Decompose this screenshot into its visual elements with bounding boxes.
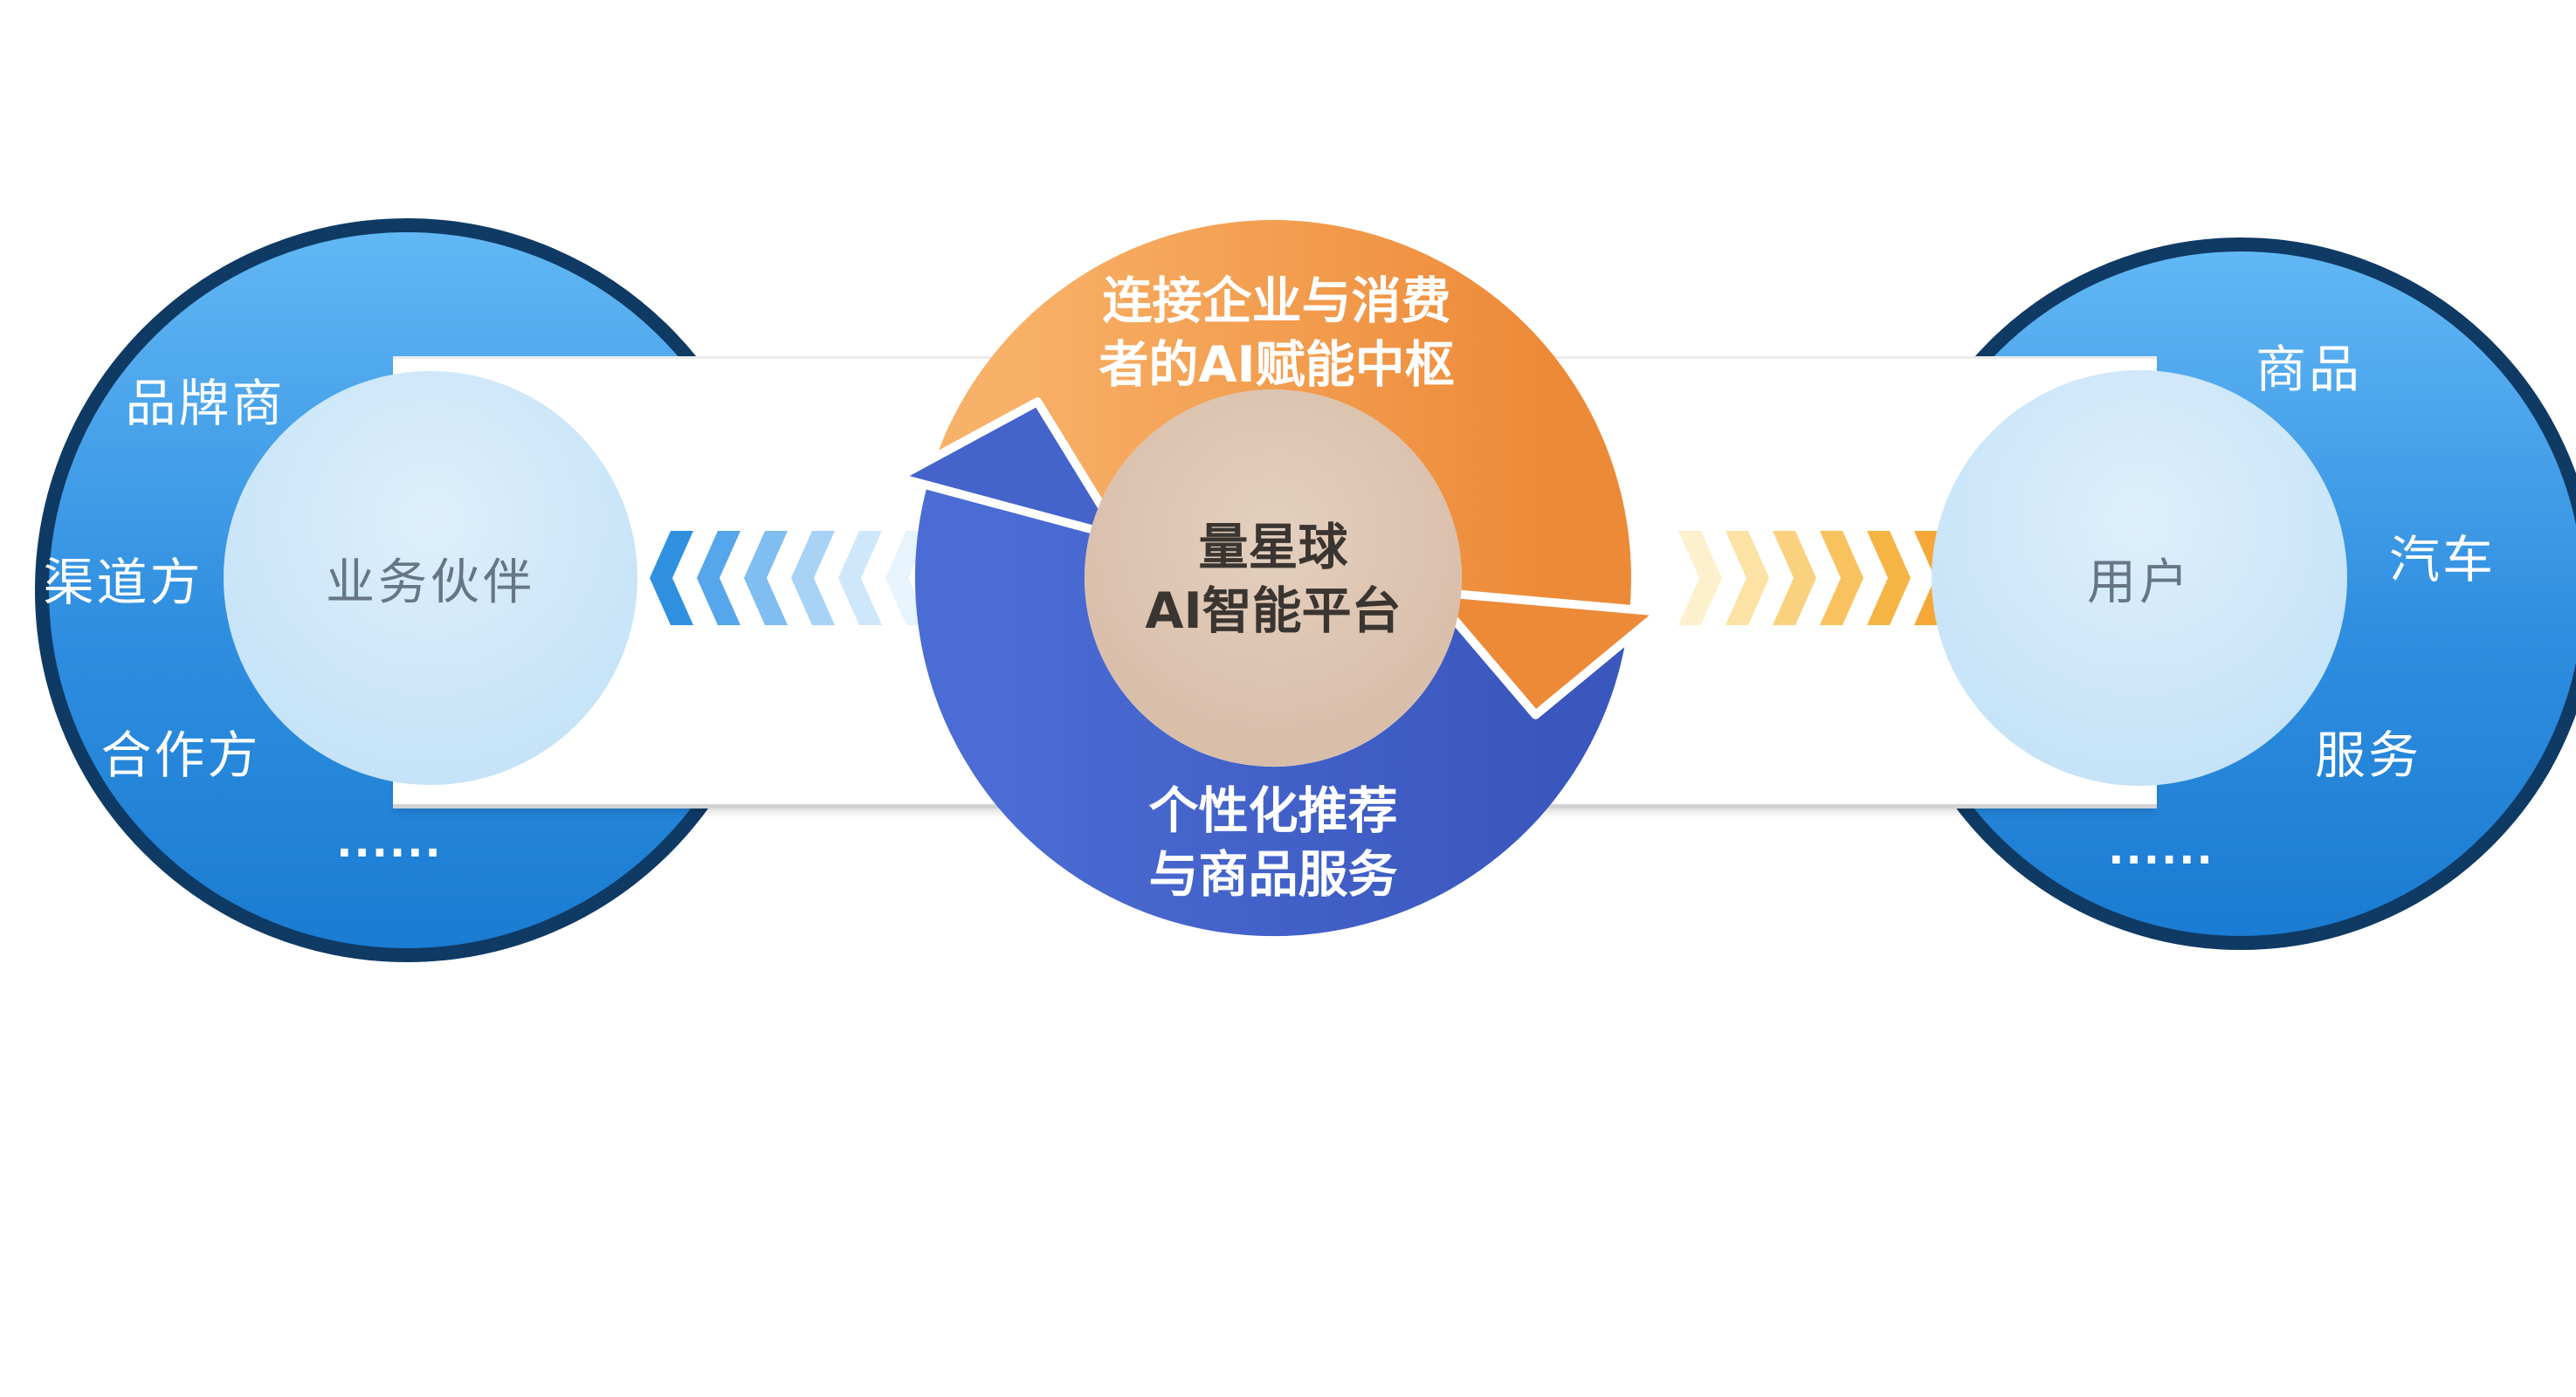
bottom-caption-line-1: 个性化推荐 bbox=[1148, 782, 1398, 841]
chevron-right-icon bbox=[1820, 531, 1863, 625]
chevron-right-icon bbox=[1678, 531, 1722, 625]
brand-merchant-label: 品牌商 bbox=[125, 374, 286, 433]
top-caption-line-1: 连接企业与消费 bbox=[1102, 272, 1451, 331]
blue-arc bbox=[915, 485, 1630, 937]
ai-platform-ring bbox=[893, 220, 1665, 937]
core-title-line-2: AI智能平台 bbox=[1145, 582, 1402, 640]
chevron-left-icon bbox=[650, 531, 693, 625]
top-caption-line-2: 者的AI赋能中枢 bbox=[1099, 336, 1455, 394]
bottom-caption: 个性化推荐 与商品服务 bbox=[1149, 780, 1398, 907]
top-caption: 连接企业与消费 者的AI赋能中枢 bbox=[1099, 270, 1454, 397]
chevron-left-icon bbox=[791, 531, 835, 625]
channel-label: 渠道方 bbox=[43, 553, 203, 612]
chevron-left-icon bbox=[744, 531, 788, 625]
partner-label: 合作方 bbox=[100, 726, 261, 785]
chevron-right-icon bbox=[1867, 531, 1911, 625]
left-ellipsis-label: ...... bbox=[336, 818, 443, 867]
orange-arrowhead-icon bbox=[1426, 587, 1665, 719]
right-chevrons-icon bbox=[1678, 531, 1958, 625]
business-partners-inner-circle: 业务伙伴 bbox=[224, 371, 637, 785]
core-circle bbox=[1085, 389, 1462, 767]
chevron-left-icon bbox=[838, 531, 882, 625]
blue-arrowhead-icon bbox=[893, 397, 1126, 542]
chevron-right-icon bbox=[1725, 531, 1769, 625]
bottom-caption-line-2: 与商品服务 bbox=[1148, 846, 1398, 904]
service-label: 服务 bbox=[2314, 726, 2422, 785]
core-title-line-1: 量星球 bbox=[1198, 519, 1348, 577]
business-partners-label: 业务伙伴 bbox=[326, 554, 535, 611]
orange-arc bbox=[927, 220, 1631, 609]
chevron-left-icon bbox=[697, 531, 740, 625]
car-label: 汽车 bbox=[2388, 530, 2497, 589]
chevron-right-icon bbox=[1773, 531, 1816, 625]
core-title: 量星球 AI智能平台 bbox=[1145, 516, 1401, 643]
product-label: 商品 bbox=[2255, 340, 2363, 399]
right-ellipsis-label: ...... bbox=[2108, 825, 2214, 874]
users-inner-circle: 用户 bbox=[1932, 370, 2347, 786]
users-label: 用户 bbox=[2087, 554, 2192, 611]
